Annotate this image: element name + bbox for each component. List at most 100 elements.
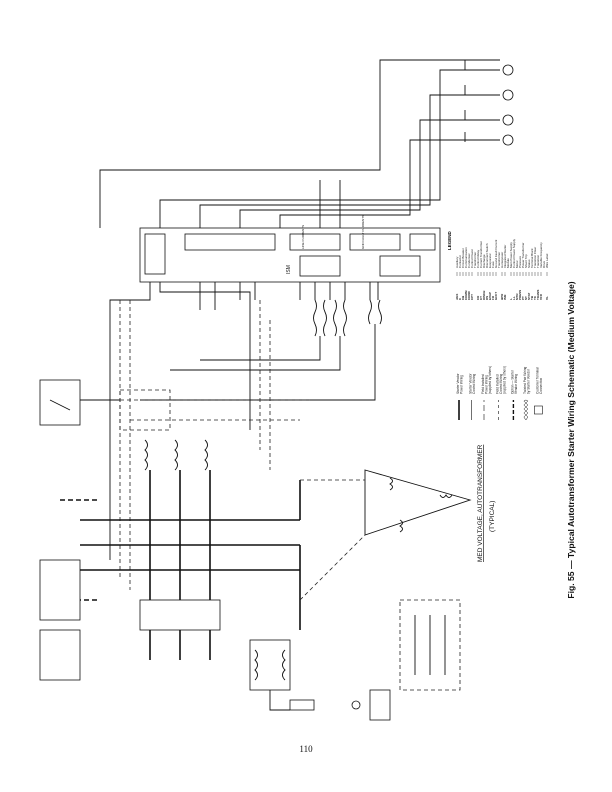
legend-description: Control Power Supply	[512, 238, 516, 268]
legend-description: Ground Fault Current	[494, 239, 498, 268]
twisted-pair-icon	[523, 399, 529, 421]
legend-abbreviation: GFCT	[494, 292, 498, 300]
legend-description: Motor	[515, 260, 519, 268]
motor-symbol	[351, 700, 361, 710]
line-currents-label: LINE CURRENTS	[301, 225, 305, 249]
legend-description: Variable Frequency	[539, 242, 543, 268]
legend-description: Pressure	[518, 256, 522, 268]
legend-entry: TB Terminal Block	[530, 248, 534, 300]
legend-abbreviation: MTR	[515, 293, 519, 300]
ism-comm-block	[409, 233, 436, 251]
legend-abbreviation: ISM	[503, 294, 507, 300]
legend-entry: DS Disconnect Switch	[485, 243, 489, 300]
legend-description: Integrated Starter	[503, 245, 507, 268]
legend-description: Status	[527, 259, 531, 268]
legend-description: Terminal Block	[530, 248, 534, 268]
legend-abbreviation: STAT	[527, 292, 531, 300]
optional-equipment-box	[399, 599, 461, 691]
legend-abbreviation: AUX	[455, 294, 459, 300]
ism-line-currents-block	[289, 233, 341, 251]
autotransformer-delta	[364, 469, 472, 536]
terminal-block	[369, 689, 391, 721]
diagram-subtitle: (TYPICAL)	[489, 501, 496, 532]
legend-description: Contactor	[458, 255, 462, 268]
customer-device-box	[39, 379, 81, 426]
legend-abbreviation: CPT	[470, 294, 474, 300]
indicator-circle	[502, 114, 514, 126]
legend-abbreviation: TB	[530, 295, 534, 300]
figure-caption: Fig. 55 — Typical Autotransformer Starte…	[566, 281, 576, 598]
legend-abbreviation: TC	[533, 295, 537, 300]
legend-title: LEGEND	[447, 230, 452, 250]
customer-device-box	[39, 559, 81, 621]
legend-abbreviation: VL	[545, 296, 549, 300]
legend-description: Transformer	[497, 252, 501, 268]
legend-entry: TC Transition Clear	[533, 247, 537, 300]
legend-abbreviation: C	[458, 297, 462, 300]
legend-abbreviation: LL	[512, 296, 516, 300]
legend-line-description: Vendor Wiring	[514, 374, 518, 394]
legend-line-description: (supplied by others)	[503, 366, 507, 394]
legend-entry: C Contactor	[458, 255, 462, 300]
legend-abbreviation: CB	[461, 295, 465, 300]
legend-description: Transformer	[473, 252, 477, 268]
legend-line-description: Control Wiring	[499, 374, 503, 394]
legend-description: Current Transformer	[479, 241, 483, 268]
legend-description: Transition	[536, 255, 540, 268]
legend-abbreviation: CR	[476, 295, 480, 300]
legend-description: Fuse	[491, 261, 495, 268]
legend-line-description: by Starter Vendor	[526, 368, 530, 394]
legend-line-description: Field Installed	[481, 374, 485, 394]
indicator-circle	[502, 64, 514, 76]
legend-entry: LL Control Power Supply	[512, 238, 516, 300]
legend-line-description: Connection	[539, 378, 543, 394]
legend-abbreviation: DS	[485, 296, 489, 300]
legend-description: Discharge	[482, 254, 486, 268]
legend-description: Auxiliary	[455, 256, 459, 268]
legend-abbreviation: COND	[467, 290, 471, 300]
legend-abbreviation: PT	[521, 296, 525, 300]
legend-description: Horsepower	[500, 252, 504, 268]
legend-description: Transition Clear	[533, 247, 537, 268]
customer-terminal-square-icon	[534, 405, 543, 415]
legend-description: Disconnect Switch	[485, 243, 489, 268]
gnd-fault-currents-label: GND FAULT CURRENTS	[361, 215, 365, 249]
legend-description: Module	[506, 258, 510, 268]
legend-abbreviation: VFD	[539, 293, 543, 300]
legend-description: Main Power Supply	[509, 242, 513, 268]
legend-description: Drive	[542, 261, 546, 268]
legend-line-description: Option — Starter	[510, 369, 514, 394]
legend-abbreviation: COMM	[464, 290, 468, 300]
legend-description: Power Transformer	[521, 242, 525, 268]
page-number: 110	[299, 744, 313, 754]
legend-line-description: Twisted Pair Wiring	[523, 366, 527, 394]
legend-line-description: Power Wiring	[459, 375, 463, 394]
legend-entry: PT Power Transformer	[521, 242, 525, 300]
customer-device-box	[39, 629, 81, 681]
ism-relay-block	[299, 255, 341, 277]
indicator-circle	[502, 134, 514, 146]
legend-abbreviation: EVAP	[488, 292, 492, 300]
